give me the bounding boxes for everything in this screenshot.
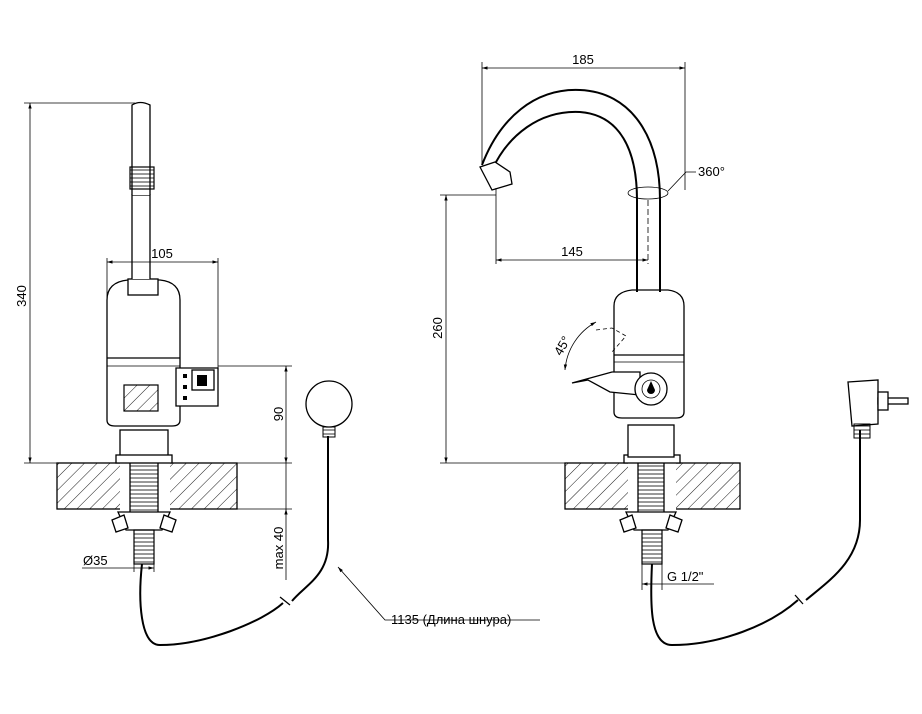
- right-thread-label: G 1/2": [667, 569, 704, 584]
- right-spout: [491, 110, 638, 292]
- right-rotation-label: 360°: [698, 164, 725, 179]
- left-width-label: 105: [151, 246, 173, 261]
- right-lever: [571, 371, 641, 396]
- left-spout: [131, 194, 151, 279]
- right-schuko-plug: [847, 379, 879, 427]
- cord-length-label: 1135 (Длина шнура): [391, 612, 511, 627]
- left-display-window: [123, 384, 159, 412]
- right-height-label: 260: [430, 317, 445, 339]
- left-diameter-label: Ø35: [83, 553, 108, 568]
- right-dimensions: 185 360° 145 260 45° G 1/2": [430, 52, 725, 590]
- left-base-height-label: 90: [271, 407, 286, 421]
- left-max-thickness-label: max 40: [271, 527, 286, 570]
- left-power-cord: [139, 563, 284, 647]
- right-front-view: [479, 88, 909, 647]
- right-aerator: [479, 161, 513, 191]
- left-dimensions: 340 105 90 max 40 Ø35 1135 (Длина шнура): [14, 102, 540, 627]
- right-width-label: 185: [572, 52, 594, 67]
- right-power-cord: [650, 563, 799, 647]
- right-reach-label: 145: [561, 244, 583, 259]
- right-angle-label: 45°: [551, 333, 574, 358]
- left-height-label: 340: [14, 285, 29, 307]
- left-plug: [305, 380, 353, 428]
- left-side-view: [56, 101, 353, 647]
- left-aerator: [129, 166, 155, 190]
